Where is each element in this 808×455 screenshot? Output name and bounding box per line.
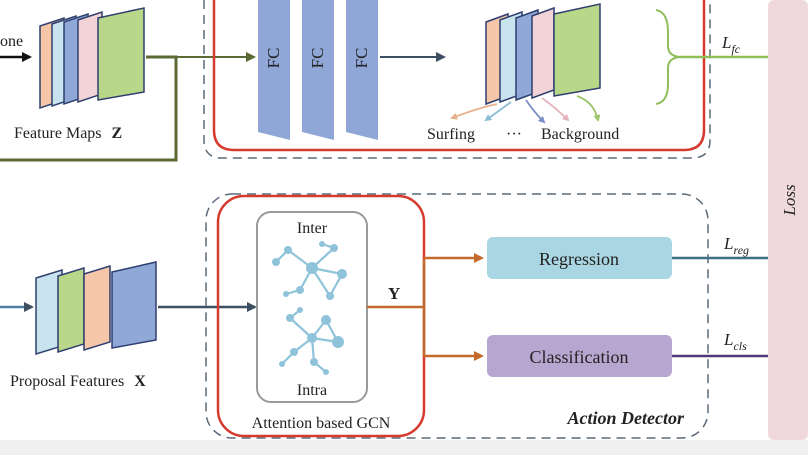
class-map-layer xyxy=(553,3,601,97)
class-arrow-2 xyxy=(484,101,512,122)
graph-node xyxy=(306,262,318,274)
fc-layers: FC FC FC xyxy=(258,0,378,140)
cls-loss-label: Lcls xyxy=(723,330,747,353)
graph-node xyxy=(297,307,303,313)
inter-graph-nodes xyxy=(272,241,347,300)
graph-node xyxy=(283,291,289,297)
gcn-inter-label: Inter xyxy=(297,220,328,237)
intra-graph-nodes xyxy=(279,307,344,375)
proposal-features-stack xyxy=(35,261,157,356)
graph-node xyxy=(319,241,325,247)
fc-layer-3 xyxy=(346,0,378,140)
class-label-surfing: Surfing xyxy=(427,126,475,143)
proposal-layer xyxy=(83,264,111,352)
top-dashed-region xyxy=(203,0,711,159)
graph-node xyxy=(323,369,329,375)
class-arrow-4 xyxy=(541,97,570,122)
bottom-strip xyxy=(0,440,808,455)
action-detector-label: Action Detector xyxy=(567,408,685,428)
feature-to-fc-connector xyxy=(0,55,178,162)
graph-node xyxy=(310,358,318,366)
feature-maps-stack xyxy=(39,7,145,110)
feature-map-layer xyxy=(97,7,145,101)
detector-dashed-region xyxy=(205,193,709,439)
fc-layer-1-label: FC xyxy=(264,48,283,69)
classification-box xyxy=(487,335,672,377)
graph-node xyxy=(307,333,317,343)
proposal-layer xyxy=(57,266,85,354)
fc-loss-label: Lfc xyxy=(721,33,741,56)
fc-layer-2-label: FC xyxy=(308,48,327,69)
reg-loss-label: Lreg xyxy=(723,234,749,257)
graph-node xyxy=(284,246,292,254)
class-arrow-background xyxy=(576,95,601,122)
class-label-ellipsis: ··· xyxy=(506,126,522,143)
regression-box xyxy=(487,237,672,279)
loss-panel xyxy=(768,0,808,440)
class-arrow-surfing xyxy=(450,103,498,120)
classification-label: Classification xyxy=(530,347,629,367)
graph-node xyxy=(332,336,344,348)
backbone-label-fragment: one xyxy=(0,33,23,50)
loss-label: Loss xyxy=(780,184,799,217)
graph-node xyxy=(326,292,334,300)
class-map-layer xyxy=(531,6,555,100)
graph-node xyxy=(290,348,298,356)
fc-loss-brace xyxy=(655,9,681,105)
gcn-intra-label: Intra xyxy=(297,382,327,399)
graph-node xyxy=(286,314,294,322)
proposal-features-label: Proposal Features X xyxy=(10,373,146,390)
class-label-background: Background xyxy=(541,126,619,143)
graph-node xyxy=(296,286,304,294)
proposal-layer xyxy=(111,261,157,349)
graph-node xyxy=(330,244,338,252)
output-class-maps xyxy=(485,3,601,106)
top-red-box xyxy=(212,0,706,152)
gcn-output-symbol: Y xyxy=(388,284,400,303)
graph-node xyxy=(272,258,280,266)
gcn-inner-box xyxy=(256,211,368,403)
feature-maps-label: Feature Maps Z xyxy=(14,125,122,142)
graph-node xyxy=(279,361,285,367)
fc-layer-2 xyxy=(302,0,334,140)
gcn-caption: Attention based GCN xyxy=(252,415,391,432)
graph-node xyxy=(337,269,347,279)
class-arrow-3 xyxy=(525,99,546,124)
regression-label: Regression xyxy=(539,249,619,269)
fc-layer-1 xyxy=(258,0,290,140)
graph-node xyxy=(321,315,331,325)
fc-layer-3-label: FC xyxy=(352,48,371,69)
